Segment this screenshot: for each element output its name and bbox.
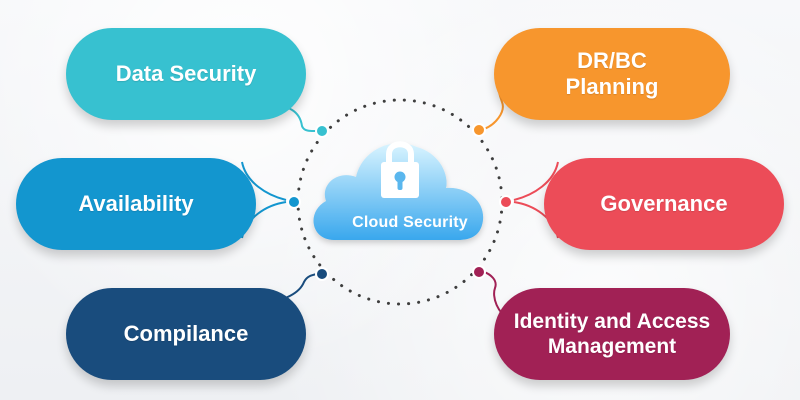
node-compilance-label: Compilance [123, 320, 249, 346]
node-iam-label-line-1: Identity and Access [513, 309, 711, 333]
connector-governance [513, 161, 559, 201]
node-dot-compilance [315, 267, 329, 281]
node-compilance: Compilance [66, 288, 306, 380]
cloud-security-label: Cloud Security [352, 214, 468, 231]
node-dot-iam [472, 265, 486, 279]
node-dot-availability [287, 195, 301, 209]
node-identity-and-access-management: Identity and Access Management [494, 288, 730, 380]
node-dot-dr-bc [472, 123, 486, 137]
node-governance-label: Governance [600, 190, 728, 216]
node-data-security: Data Security [66, 28, 306, 120]
node-dr-bc-planning: DR/BC Planning [494, 28, 730, 120]
node-dot-data-security [315, 124, 329, 138]
node-dot-governance [499, 195, 513, 209]
node-dr-bc-label-line-2: Planning [565, 74, 659, 99]
node-dr-bc-label-line-1: DR/BC [577, 47, 647, 73]
node-data-security-label: Data Security [115, 60, 257, 86]
connector-availability [241, 161, 287, 201]
node-availability: Availability [16, 158, 256, 250]
node-governance: Governance [544, 158, 784, 250]
lock-icon [381, 141, 419, 198]
node-iam-label-line-2: Management [547, 335, 677, 358]
node-availability-label: Availability [78, 190, 194, 216]
